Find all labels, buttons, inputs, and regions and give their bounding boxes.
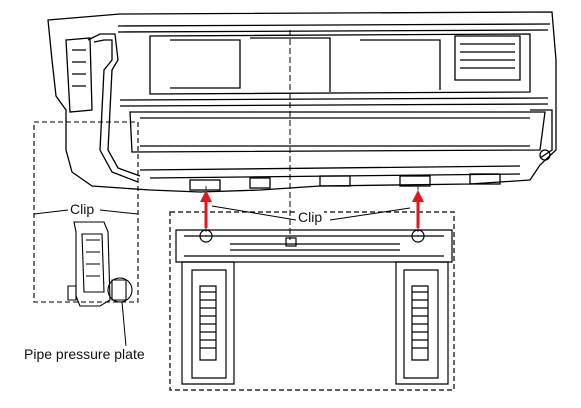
indoor-unit (47, 11, 557, 240)
clip-label-center: Clip (296, 209, 325, 225)
pipe-pressure-plate-detail (33, 121, 139, 347)
clip-label-left: Clip (68, 201, 97, 217)
installation-plate (169, 186, 455, 391)
pipe-pressure-plate-label: Pipe pressure plate (22, 346, 147, 362)
clip-left-leaders (33, 209, 139, 215)
